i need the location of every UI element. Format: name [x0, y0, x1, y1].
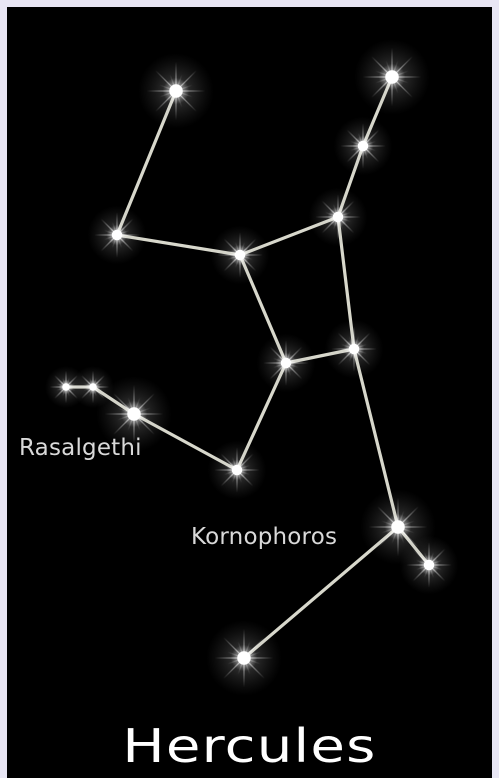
star-top-left — [138, 53, 214, 129]
star-top-right — [354, 39, 430, 115]
star-waist-left — [257, 334, 316, 393]
constellation-stars — [45, 39, 458, 696]
constellation-diagram — [7, 7, 492, 778]
star-left-arm — [88, 206, 147, 265]
constellation-title: Hercules — [7, 719, 492, 773]
star-upper-right — [334, 117, 393, 176]
star-center — [211, 226, 270, 285]
star-right-shoulder — [309, 188, 368, 247]
label-rasalgethi: Rasalgethi — [19, 435, 142, 461]
star-waist-right — [325, 320, 384, 379]
constellation-panel: Rasalgethi Kornophoros Hercules — [7, 7, 492, 778]
star-lower-mid — [208, 441, 267, 500]
label-kornophoros: Kornophoros — [191, 524, 337, 550]
star-bottom — [206, 620, 282, 696]
star-lower-right — [400, 536, 459, 595]
